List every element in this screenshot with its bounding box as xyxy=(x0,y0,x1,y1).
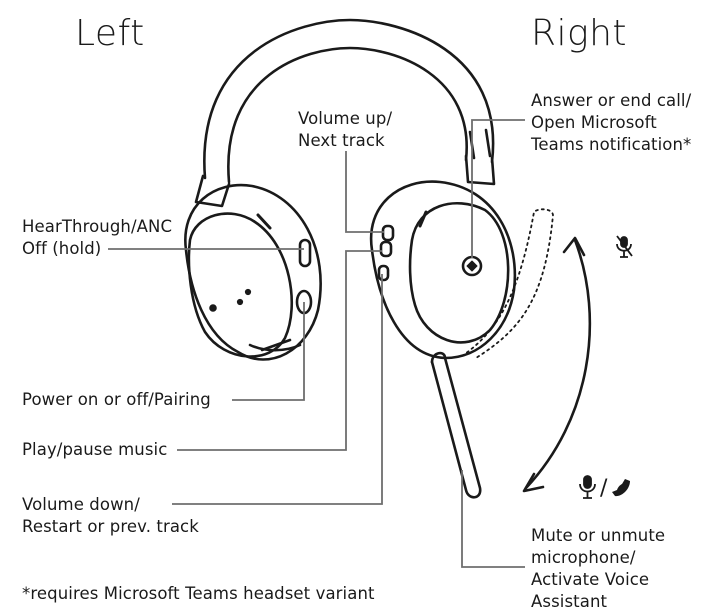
left-earcup-shell xyxy=(184,183,322,361)
leader-volume-up xyxy=(345,151,384,233)
label-answer-line1: Answer or end call/ xyxy=(531,91,692,110)
label-mute-line4: Assistant xyxy=(531,592,608,611)
right-hinge xyxy=(464,154,496,186)
label-hearthrough-line1: HearThrough/ANC xyxy=(22,217,173,236)
label-answer-line3: Teams notification* xyxy=(531,135,692,154)
right-earcup-shell xyxy=(369,180,517,360)
label-mute-line2: microphone/ xyxy=(531,548,636,567)
headband xyxy=(203,18,495,180)
label-answer-line2: Open Microsoft xyxy=(531,113,657,132)
volume-down-button xyxy=(377,264,390,282)
volume-up-button xyxy=(381,224,395,242)
rotation-arrow xyxy=(524,238,592,490)
right-earcup-face xyxy=(408,202,510,344)
phone-icon xyxy=(612,479,630,497)
label-hearthrough-line2: Off (hold) xyxy=(22,239,102,258)
mic-icon xyxy=(579,475,596,499)
label-mute-line1: Mute or unmute xyxy=(531,526,666,545)
label-power: Power on or off/Pairing xyxy=(22,390,211,409)
hearthrough-button xyxy=(298,238,312,268)
mic-muted-icon xyxy=(616,235,633,258)
label-mute-line3: Activate Voice xyxy=(531,570,650,589)
leader-play-pause xyxy=(177,250,382,451)
label-play-pause: Play/pause music xyxy=(22,440,168,459)
icon-separator: / xyxy=(600,476,608,501)
boom-arm-raised xyxy=(461,208,554,359)
label-volume-up-line2: Next track xyxy=(298,131,385,150)
left-hinge xyxy=(194,174,231,208)
label-volume-up-line1: Volume up/ xyxy=(298,109,393,128)
boom-arm xyxy=(430,356,482,499)
label-volume-down-line2: Restart or prev. track xyxy=(22,517,199,536)
title-left: Left xyxy=(75,13,145,54)
leader-answer xyxy=(471,119,525,258)
footnote: *requires Microsoft Teams headset varian… xyxy=(22,584,375,603)
leader-mute xyxy=(461,470,525,568)
leader-power xyxy=(232,302,305,401)
headband-inner xyxy=(227,46,468,184)
leader-volume-down xyxy=(172,274,383,505)
play-pause-button xyxy=(379,240,393,258)
label-volume-down-line1: Volume down/ xyxy=(22,495,140,514)
title-right: Right xyxy=(531,13,628,54)
left-earcup-face xyxy=(187,212,293,358)
